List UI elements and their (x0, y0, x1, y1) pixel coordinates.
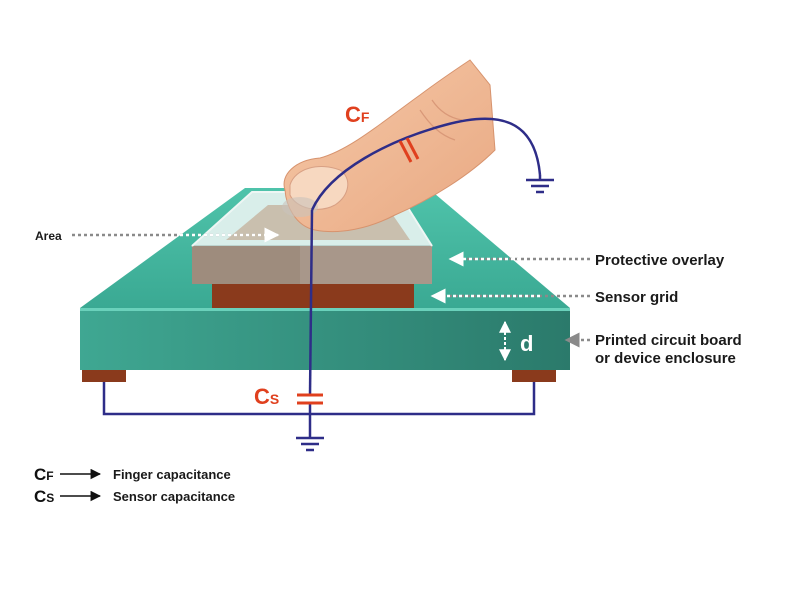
right-pad (512, 370, 556, 382)
bottom-loop-wire (102, 382, 536, 416)
board-edge-highlight (80, 308, 570, 311)
thickness-label: d (520, 331, 533, 356)
legend-item-finger-text: Finger capacitance (113, 467, 231, 482)
legend: CF Finger capacitance CS Sensor capacita… (34, 465, 235, 506)
legend-item-finger-symbol: CF (34, 465, 54, 484)
finger-wire (310, 117, 542, 211)
capacitor-icon (297, 393, 323, 405)
finger-capacitor-label: CF (345, 102, 370, 127)
legend-item-sensor-text: Sensor capacitance (113, 489, 235, 504)
pcb-label-line1: Printed circuit board (595, 332, 742, 349)
ground-icon (526, 175, 554, 194)
sensor-wire (308, 209, 314, 396)
area-label: Area (35, 229, 62, 243)
capacitor-icon (398, 137, 420, 163)
sensor-grid (212, 284, 414, 308)
overlay-front-shade (192, 246, 300, 284)
sensor-capacitor-label: CS (254, 384, 279, 409)
legend-item-sensor-symbol: CS (34, 487, 54, 506)
left-pad (82, 370, 126, 382)
ground-icon (296, 436, 324, 452)
board-front-face (80, 308, 570, 370)
pcb-label-line2: or device enclosure (595, 350, 736, 367)
protective-overlay-label: Protective overlay (595, 252, 725, 269)
sensor-grid-label: Sensor grid (595, 289, 678, 306)
